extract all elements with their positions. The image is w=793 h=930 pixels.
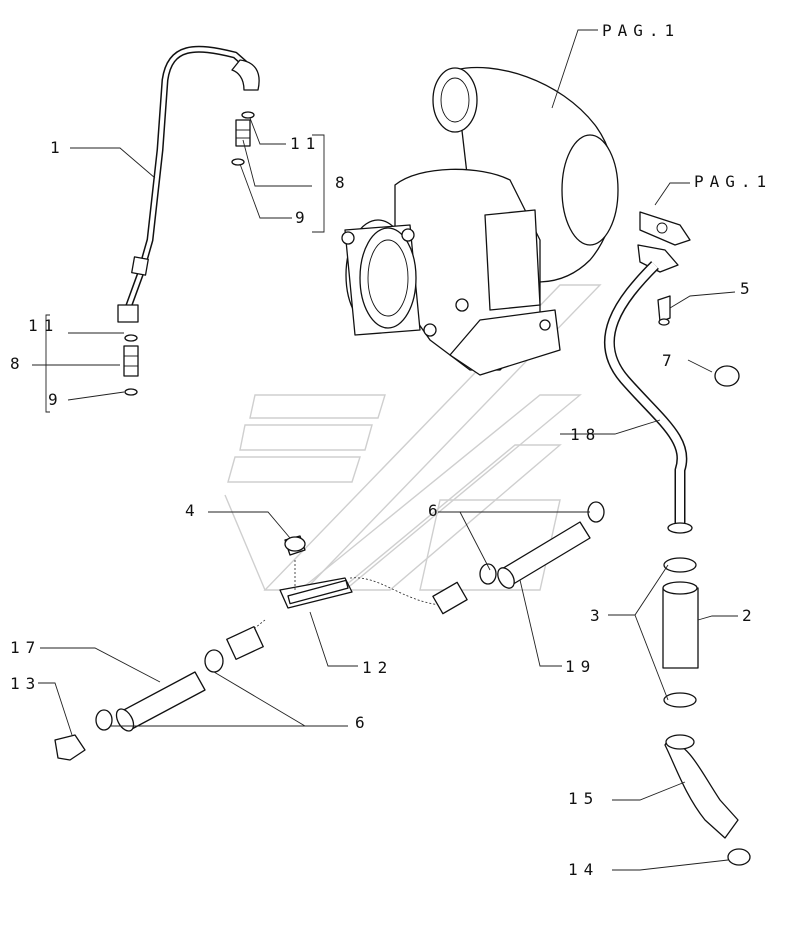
right-lower-parts [662,557,751,866]
label-11-top: 11 [290,134,321,153]
label-8-left: 8 [10,354,26,373]
leader-lines [32,29,738,871]
label-12: 12 [362,658,393,677]
label-5: 5 [740,279,756,298]
label-3: 3 [590,606,606,625]
oil-return-assembly [603,211,740,534]
part-labels: PAG.1 PAG.1 1 11 8 9 11 8 9 5 7 18 4 6 3… [10,21,772,879]
label-18: 18 [570,425,601,444]
label-9-left: 9 [48,390,64,409]
label-13: 13 [10,674,41,693]
fittings-top [231,111,255,166]
fittings-left [123,334,139,396]
label-pag-right: PAG.1 [694,172,772,191]
label-14: 14 [568,860,599,879]
label-6-mid: 6 [428,501,444,520]
turbocharger [341,66,619,376]
oil-feed-pipe [117,45,260,323]
label-1: 1 [50,138,66,157]
label-7: 7 [662,351,678,370]
label-pag-top: PAG.1 [602,21,680,40]
label-4: 4 [185,501,201,520]
label-6-bottom: 6 [355,713,371,732]
label-2: 2 [742,606,758,625]
label-15: 15 [568,789,599,808]
label-8-top: 8 [335,173,351,192]
label-17: 17 [10,638,41,657]
label-11-left: 11 [28,316,59,335]
label-19: 19 [565,657,596,676]
lower-hoses [54,501,605,761]
label-9-top: 9 [295,208,311,227]
